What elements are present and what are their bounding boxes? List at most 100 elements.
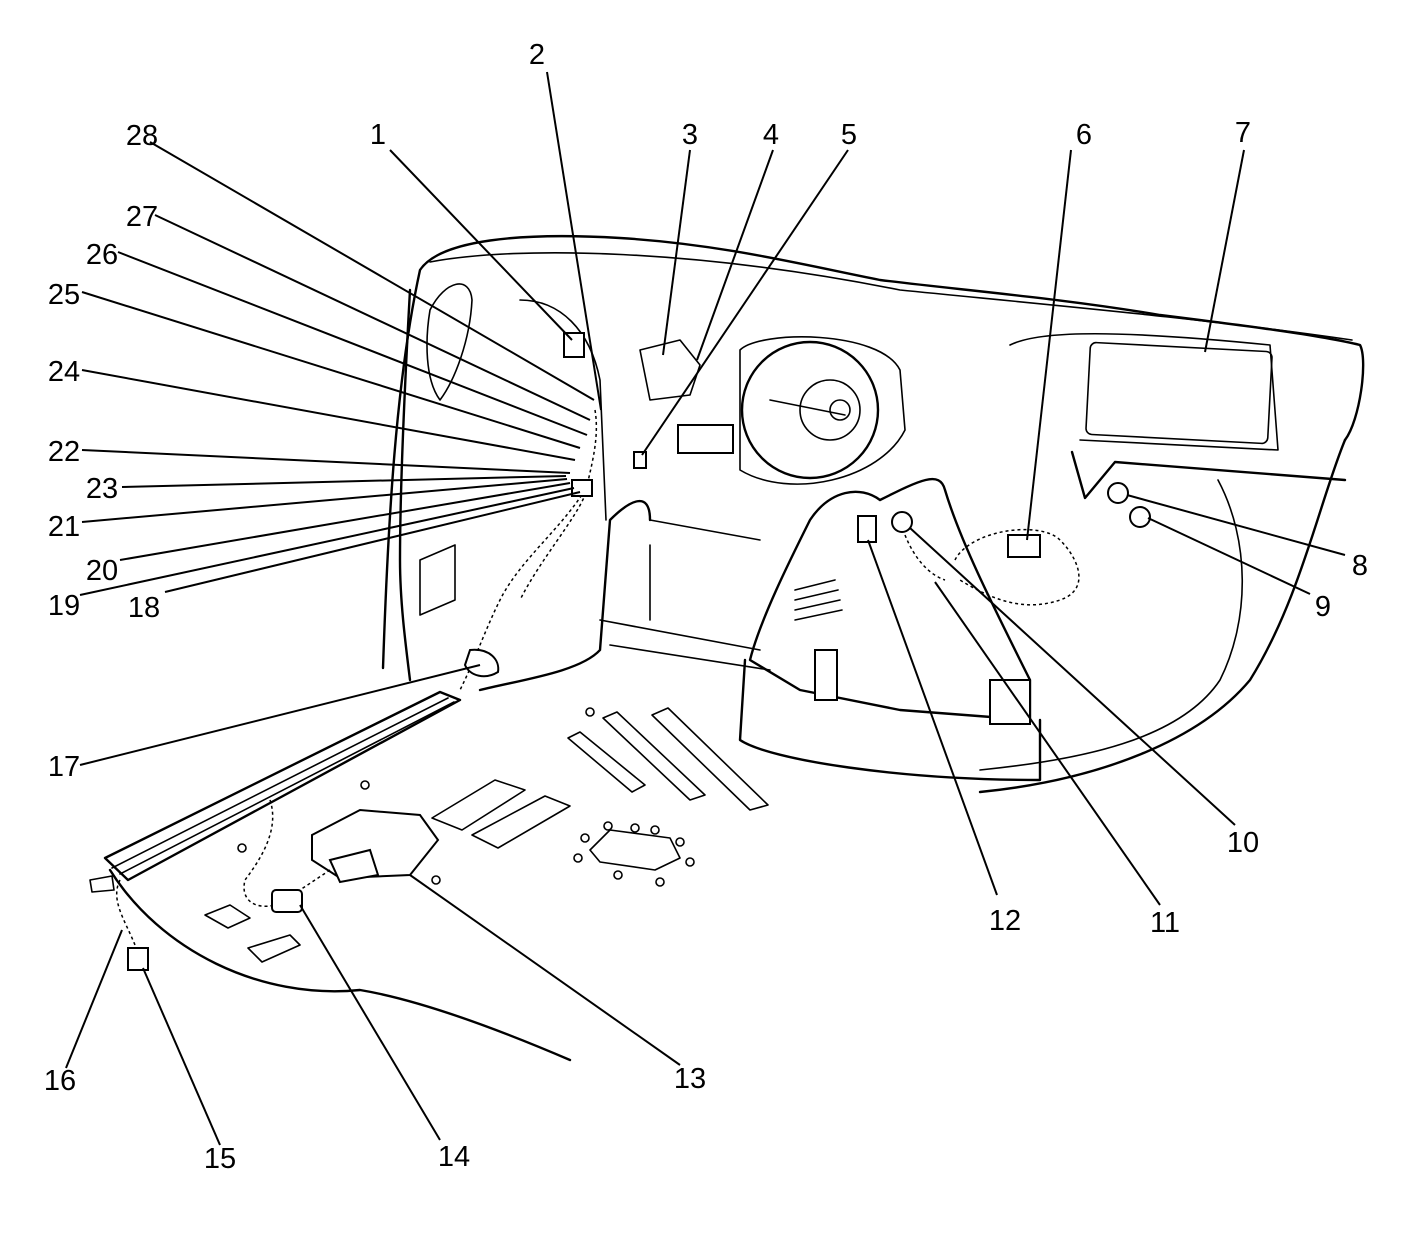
leader-line-15 bbox=[142, 967, 221, 1146]
leader-line-17 bbox=[79, 664, 481, 766]
leader-line-5 bbox=[641, 149, 849, 456]
harness-16 bbox=[115, 879, 136, 946]
leader-line-6 bbox=[1026, 149, 1072, 541]
floor-pad-4 bbox=[247, 934, 301, 963]
control-module-connector bbox=[328, 848, 380, 884]
callout-15: 15 bbox=[204, 1143, 236, 1175]
callout-14: 14 bbox=[438, 1141, 470, 1173]
leader-lines bbox=[65, 71, 1346, 1146]
left-vent-pocket bbox=[426, 283, 473, 401]
leader-line-1 bbox=[389, 149, 573, 341]
dash-right-inner bbox=[979, 479, 1243, 771]
leader-line-26 bbox=[117, 251, 588, 436]
callout-11: 11 bbox=[1150, 907, 1180, 939]
leader-line-8 bbox=[1126, 494, 1346, 556]
leader-line-4 bbox=[696, 149, 774, 361]
floor-tunnel bbox=[649, 519, 761, 621]
ground-terminal-10 bbox=[891, 511, 913, 533]
callout-19: 19 bbox=[48, 590, 80, 622]
leader-line-23 bbox=[121, 475, 567, 488]
passenger-panel-frame bbox=[1009, 332, 1279, 451]
floor-slot-1 bbox=[567, 731, 646, 793]
callout-28: 28 bbox=[126, 120, 158, 152]
leader-line-10 bbox=[909, 527, 1236, 826]
callout-13: 13 bbox=[674, 1063, 706, 1095]
floor-slot-2 bbox=[602, 711, 706, 801]
leader-line-21 bbox=[81, 478, 568, 523]
console-vent-grille bbox=[794, 579, 843, 621]
ground-terminal-9 bbox=[1129, 506, 1151, 528]
callout-18: 18 bbox=[128, 592, 160, 624]
leader-line-7 bbox=[1204, 149, 1245, 353]
sill-plate-rail-inner bbox=[111, 697, 455, 875]
connector-5 bbox=[633, 451, 647, 469]
callout-3: 3 bbox=[682, 119, 698, 151]
callout-10: 10 bbox=[1227, 827, 1259, 859]
steering-hub-inner bbox=[799, 379, 861, 441]
floor-pad-2 bbox=[471, 795, 571, 849]
leader-line-9 bbox=[1147, 517, 1311, 595]
leader-line-13 bbox=[409, 874, 681, 1066]
ground-terminal-8 bbox=[1107, 482, 1129, 504]
callout-9: 9 bbox=[1315, 591, 1331, 623]
callout-5: 5 bbox=[841, 119, 857, 151]
callout-16: 16 bbox=[44, 1065, 76, 1097]
callout-2: 2 bbox=[529, 39, 545, 71]
center-console-outline bbox=[748, 477, 1032, 722]
center-bracket-3 bbox=[639, 339, 701, 401]
right-harness-loop bbox=[954, 528, 1080, 606]
steering-hub-outer bbox=[740, 340, 880, 480]
callout-25: 25 bbox=[48, 279, 80, 311]
callout-12: 12 bbox=[989, 905, 1021, 937]
glove-box-outline bbox=[1070, 450, 1347, 500]
leader-line-16 bbox=[65, 929, 123, 1069]
dash-right-end bbox=[978, 438, 1347, 794]
callout-27: 27 bbox=[126, 201, 158, 233]
floor-pan-outline bbox=[108, 868, 572, 1062]
center-box bbox=[677, 424, 734, 454]
connector-6 bbox=[1007, 534, 1041, 558]
floor-pad-3 bbox=[204, 904, 251, 929]
harness-11 bbox=[904, 534, 946, 581]
instrument-panel-top-edge bbox=[429, 252, 1353, 341]
floor-slot-3 bbox=[651, 707, 769, 811]
floor-pan-left-edge bbox=[478, 499, 652, 692]
callout-24: 24 bbox=[48, 356, 80, 388]
left-kick-panel bbox=[398, 288, 412, 682]
leader-line-12 bbox=[867, 539, 998, 896]
console-bracket-left bbox=[814, 649, 838, 701]
callout-21: 21 bbox=[48, 511, 80, 543]
callout-23: 23 bbox=[86, 473, 118, 505]
leader-line-20 bbox=[119, 482, 571, 561]
leader-line-14 bbox=[299, 904, 441, 1141]
connector-1 bbox=[563, 332, 585, 358]
connector-17 bbox=[463, 648, 500, 678]
leader-line-3 bbox=[662, 149, 691, 356]
sill-plate-rail bbox=[103, 690, 462, 882]
harness-module-to-14 bbox=[243, 799, 331, 907]
line-art bbox=[89, 234, 1365, 1062]
leader-line-18 bbox=[164, 491, 581, 593]
leader-line-28 bbox=[149, 141, 595, 401]
callout-6: 6 bbox=[1076, 119, 1092, 151]
leader-line-11 bbox=[934, 581, 1161, 906]
floor-pad-1 bbox=[431, 779, 526, 831]
leader-line-25 bbox=[81, 291, 581, 449]
callout-1: 1 bbox=[370, 119, 386, 151]
leader-line-2 bbox=[546, 71, 602, 411]
callout-17: 17 bbox=[48, 751, 80, 783]
console-base bbox=[738, 658, 1042, 782]
access-plate-bolt-holes bbox=[237, 707, 695, 887]
left-harness-bundle-2 bbox=[519, 409, 598, 601]
callout-7: 7 bbox=[1235, 117, 1251, 149]
callout-8: 8 bbox=[1352, 550, 1368, 582]
floor-cross-member bbox=[599, 619, 771, 671]
steering-hub-center bbox=[829, 399, 851, 421]
passenger-panel-rectangle bbox=[1085, 341, 1273, 445]
left-lower-pocket bbox=[419, 544, 456, 616]
steering-spoke bbox=[769, 399, 846, 416]
connector-14 bbox=[271, 889, 303, 913]
connector-12 bbox=[857, 515, 877, 543]
sill-end-plug bbox=[89, 875, 115, 893]
